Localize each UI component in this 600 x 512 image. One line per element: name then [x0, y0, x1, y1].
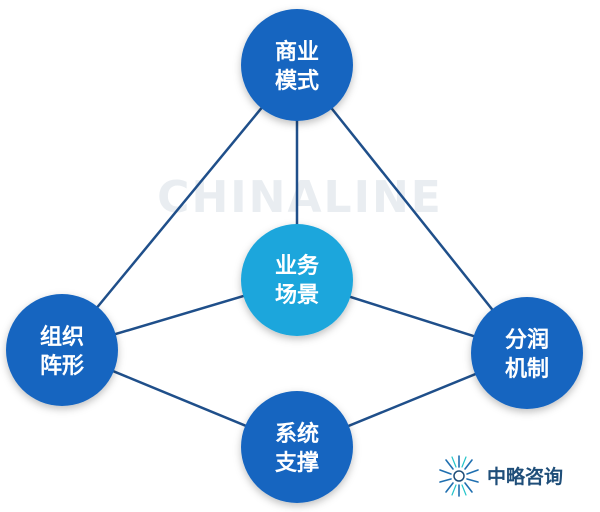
node-left-label-line2: 阵形 — [40, 353, 84, 379]
node-bottom-label-line2: 支撑 — [275, 451, 319, 476]
node-top-label-line1: 商业 — [275, 39, 319, 65]
watermark-text: CHINALINE — [157, 172, 443, 223]
edge-top-right — [296, 64, 528, 354]
logo-brand-name: 中略咨询 — [487, 465, 563, 488]
node-top-circle — [241, 9, 353, 121]
node-bottom-label-line1: 系统 — [275, 421, 319, 447]
node-right-label-line1: 分润 — [505, 327, 549, 353]
edge-top-left — [61, 64, 298, 351]
node-center-circle — [241, 224, 353, 336]
brand-logo: 中略咨询 — [439, 455, 563, 497]
node-center-label-line1: 业务 — [275, 254, 320, 279]
node-right-circle — [471, 297, 583, 409]
radial-burst-logo-icon — [439, 455, 479, 497]
node-bottom: 系统 支撑 — [241, 391, 353, 503]
node-top: 商业 模式 — [241, 9, 353, 121]
node-right: 分润 机制 — [471, 297, 583, 409]
node-bottom-circle — [241, 391, 353, 503]
node-center-label-line2: 场景 — [275, 283, 319, 308]
node-left: 组织 阵形 — [6, 294, 118, 406]
node-top-label-line2: 模式 — [275, 69, 319, 94]
node-center: 业务 场景 — [241, 224, 353, 336]
node-left-circle — [6, 294, 118, 406]
node-right-label-line2: 机制 — [505, 357, 549, 382]
node-left-label-line1: 组织 — [40, 324, 84, 350]
